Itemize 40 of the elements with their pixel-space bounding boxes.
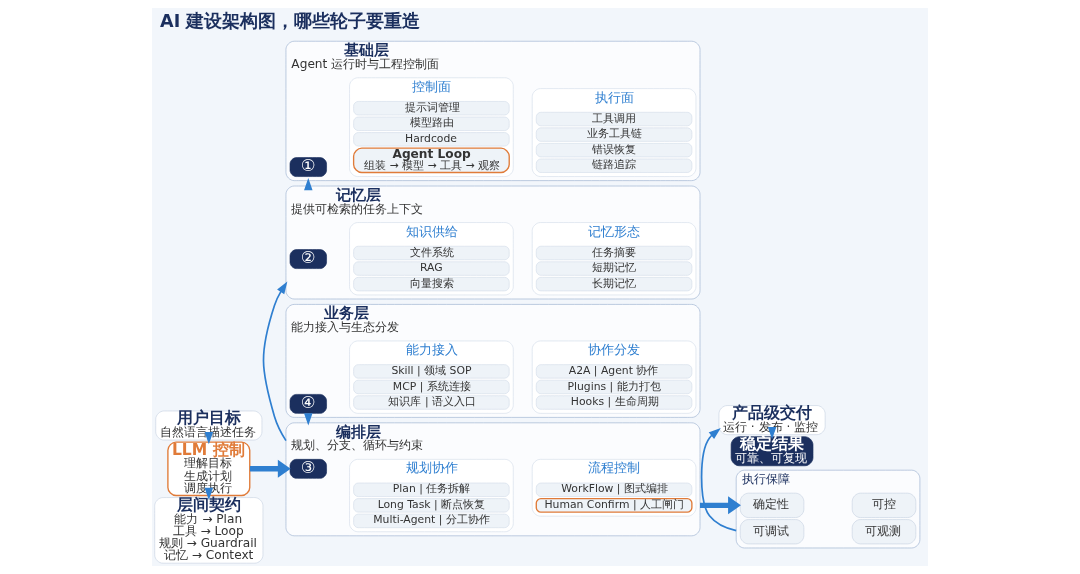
node-box: 短期记忆 xyxy=(535,261,693,276)
arrow xyxy=(262,281,288,442)
node-box: ④ xyxy=(289,394,327,414)
node-box: Plan | 任务拆解 xyxy=(353,482,510,497)
node-box: ③ xyxy=(289,459,327,479)
arrow xyxy=(767,427,777,440)
node-box: ① xyxy=(289,157,327,177)
node-box: 提示词管理 xyxy=(353,101,510,116)
node-box: 确定性 xyxy=(739,492,805,518)
node-box: 层间契约 能力 → Plan 工具 → Loop 规则 → Guardrail 记忆 → Context xyxy=(154,497,264,564)
node-box: 可控 xyxy=(851,492,917,518)
node-box: WorkFlow | 图式编排 xyxy=(535,482,693,497)
node-box: 工具调用 xyxy=(535,111,693,127)
node-box: Hooks | 生命周期 xyxy=(535,395,693,410)
node-box: 模型路由 xyxy=(353,116,510,131)
node-box: Multi-Agent | 分工协作 xyxy=(353,513,510,528)
node-box: 可调试 xyxy=(739,519,805,545)
node-box: 可观测 xyxy=(851,519,917,545)
node-box: 错误恢复 xyxy=(535,143,693,158)
node-box: 链路追踪 xyxy=(535,158,693,173)
node-box: Skill | 领域 SOP xyxy=(353,364,510,379)
node-box: 文件系统 xyxy=(353,245,510,261)
diagram-title: AI 建设架构图，哪些轮子要重造 xyxy=(160,10,421,31)
node-box: 任务摘要 xyxy=(535,245,693,261)
node-box: ② xyxy=(289,249,327,269)
node-box: RAG xyxy=(353,261,510,276)
node-box: 向量搜索 xyxy=(353,277,510,292)
node-box: Human Confirm | 人工闸门 xyxy=(535,497,693,513)
node-box: 长期记忆 xyxy=(535,277,693,292)
node-box: A2A | Agent 协作 xyxy=(535,364,693,379)
node-box: MCP | 系统连接 xyxy=(353,379,510,395)
arrow xyxy=(249,459,291,478)
arrow xyxy=(700,427,738,532)
node-box: Agent Loop 组装 → 模型 → 工具 → 观察 xyxy=(352,147,510,174)
node-box: Plugins | 能力打包 xyxy=(535,379,693,395)
arrow xyxy=(700,496,741,515)
node-box: Long Task | 断点恢复 xyxy=(353,498,510,513)
node-box: Hardcode xyxy=(353,132,510,147)
node-box: 知识库 | 语义入口 xyxy=(353,395,510,410)
node-box: 业务工具链 xyxy=(535,127,693,142)
